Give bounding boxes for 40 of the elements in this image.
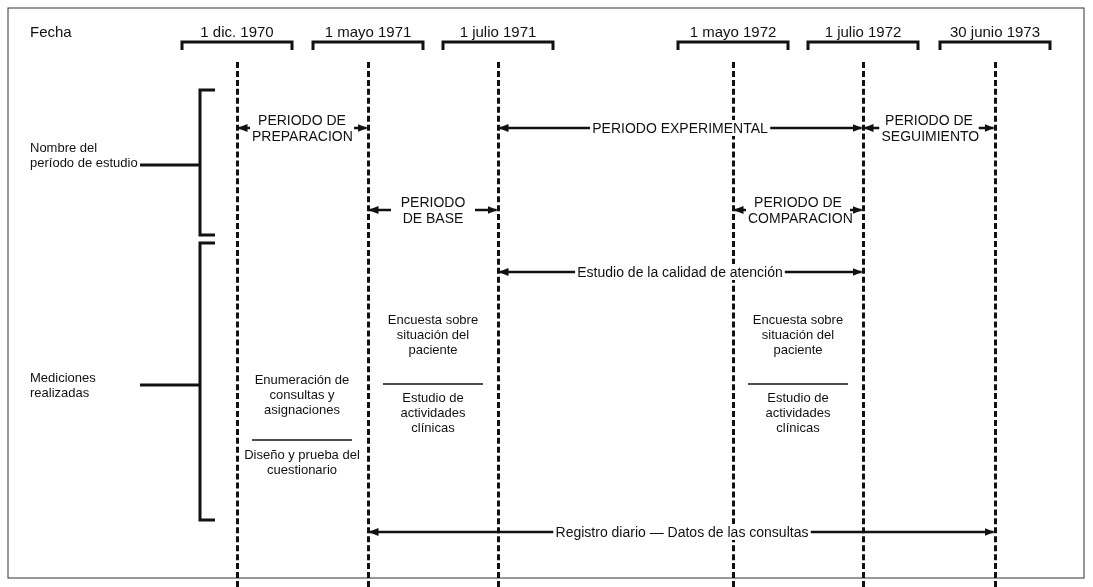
arrow <box>498 124 591 132</box>
date-label: 30 junio 1973 <box>948 24 1042 39</box>
date-label: 1 dic. 1970 <box>199 24 275 39</box>
arrow <box>769 124 863 132</box>
arrow <box>850 206 863 214</box>
date-label: 1 julio 1971 <box>458 24 538 39</box>
arrow <box>978 124 995 132</box>
row-label: Mediciones realizadas <box>30 370 97 400</box>
date-line <box>366 62 370 587</box>
period-label: Estudio de la calidad de atención <box>575 264 785 280</box>
period-label: PERIODO DE PREPARACION <box>250 112 354 144</box>
period-label: Registro diario — Datos de las consultas <box>553 524 811 540</box>
arrow <box>354 124 368 132</box>
date-label: 1 mayo 1971 <box>323 24 413 39</box>
date-line <box>861 62 865 587</box>
measurement-text: Diseño y prueba del cuestionario <box>243 447 361 477</box>
date-line <box>993 62 997 587</box>
measurement-text: Estudio de actividades clínicas <box>399 390 467 435</box>
period-label: PERIODO EXPERIMENTAL <box>590 120 770 136</box>
arrow <box>475 206 498 214</box>
row-label: Nombre del período de estudio <box>30 140 139 170</box>
measurement-text: Encuesta sobre situación del paciente <box>386 312 480 357</box>
date-line <box>235 62 239 587</box>
arrow <box>810 528 995 536</box>
measurement-text: Enumeración de consultas y asignaciones <box>253 372 351 417</box>
measurement-text: Encuesta sobre situación del paciente <box>751 312 845 357</box>
measurement-text: Estudio de actividades clínicas <box>764 390 832 435</box>
row-label: Fecha <box>30 24 73 39</box>
date-label: 1 mayo 1972 <box>688 24 778 39</box>
arrow <box>498 268 576 276</box>
arrow <box>784 268 863 276</box>
arrow <box>733 206 746 214</box>
period-label: PERIODO DE COMPARACION <box>746 194 850 226</box>
date-label: 1 julio 1972 <box>823 24 903 39</box>
date-line <box>496 62 500 587</box>
arrow <box>368 206 391 214</box>
arrow <box>368 528 554 536</box>
arrow <box>237 124 250 132</box>
period-label: PERIODO DE SEGUIMIENTO <box>879 112 979 144</box>
arrow <box>863 124 880 132</box>
